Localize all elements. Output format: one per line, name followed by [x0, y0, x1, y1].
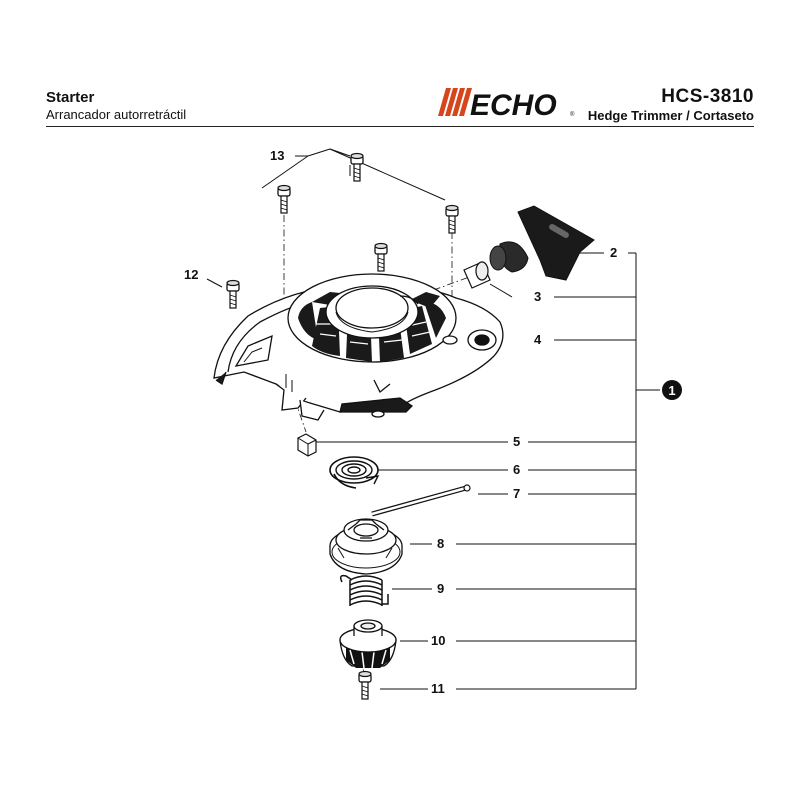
bolt-13-left [277, 184, 291, 214]
callout-9: 9 [437, 581, 444, 596]
page-subtitle: Arrancador autorretráctil [46, 107, 187, 122]
ratchet-spring [339, 574, 389, 606]
svg-text:®: ® [570, 111, 575, 118]
callout-8: 8 [437, 536, 444, 551]
rope-bushing [463, 261, 491, 289]
callout-1-label: 1 [668, 383, 675, 398]
echo-logo-text: ECHO [470, 89, 557, 118]
header-rule [46, 126, 754, 127]
bolt-center [374, 242, 388, 272]
model-number: HCS-3810 [661, 86, 754, 107]
starter-rope [371, 484, 471, 517]
ratchet-plate [339, 619, 397, 669]
assembly-bracket [456, 252, 660, 690]
callout-10: 10 [431, 633, 445, 648]
callout-5: 5 [513, 434, 520, 449]
callout-1-assembly: 1 [662, 380, 682, 400]
callout-6: 6 [513, 462, 520, 477]
callout-2: 2 [610, 245, 617, 260]
callout-7: 7 [513, 486, 520, 501]
callout-4: 4 [534, 332, 542, 347]
page-title: Starter [46, 89, 95, 106]
bolt-12 [226, 279, 240, 309]
rope-reel [329, 518, 403, 575]
center-screw [358, 670, 372, 700]
bolt-13-top [350, 152, 364, 182]
recoil-spring [329, 456, 380, 489]
callout-3: 3 [534, 289, 541, 304]
starter-handle [489, 205, 595, 281]
callout-12: 12 [184, 267, 198, 282]
echo-logo: ECHO ® [438, 88, 575, 118]
model-description: Hedge Trimmer / Cortaseto [587, 108, 754, 123]
callout-13: 13 [270, 148, 284, 163]
starter-case [213, 273, 504, 421]
square-nut [297, 433, 317, 457]
callout-11: 11 [431, 681, 445, 696]
bolt-13-right [445, 204, 459, 234]
